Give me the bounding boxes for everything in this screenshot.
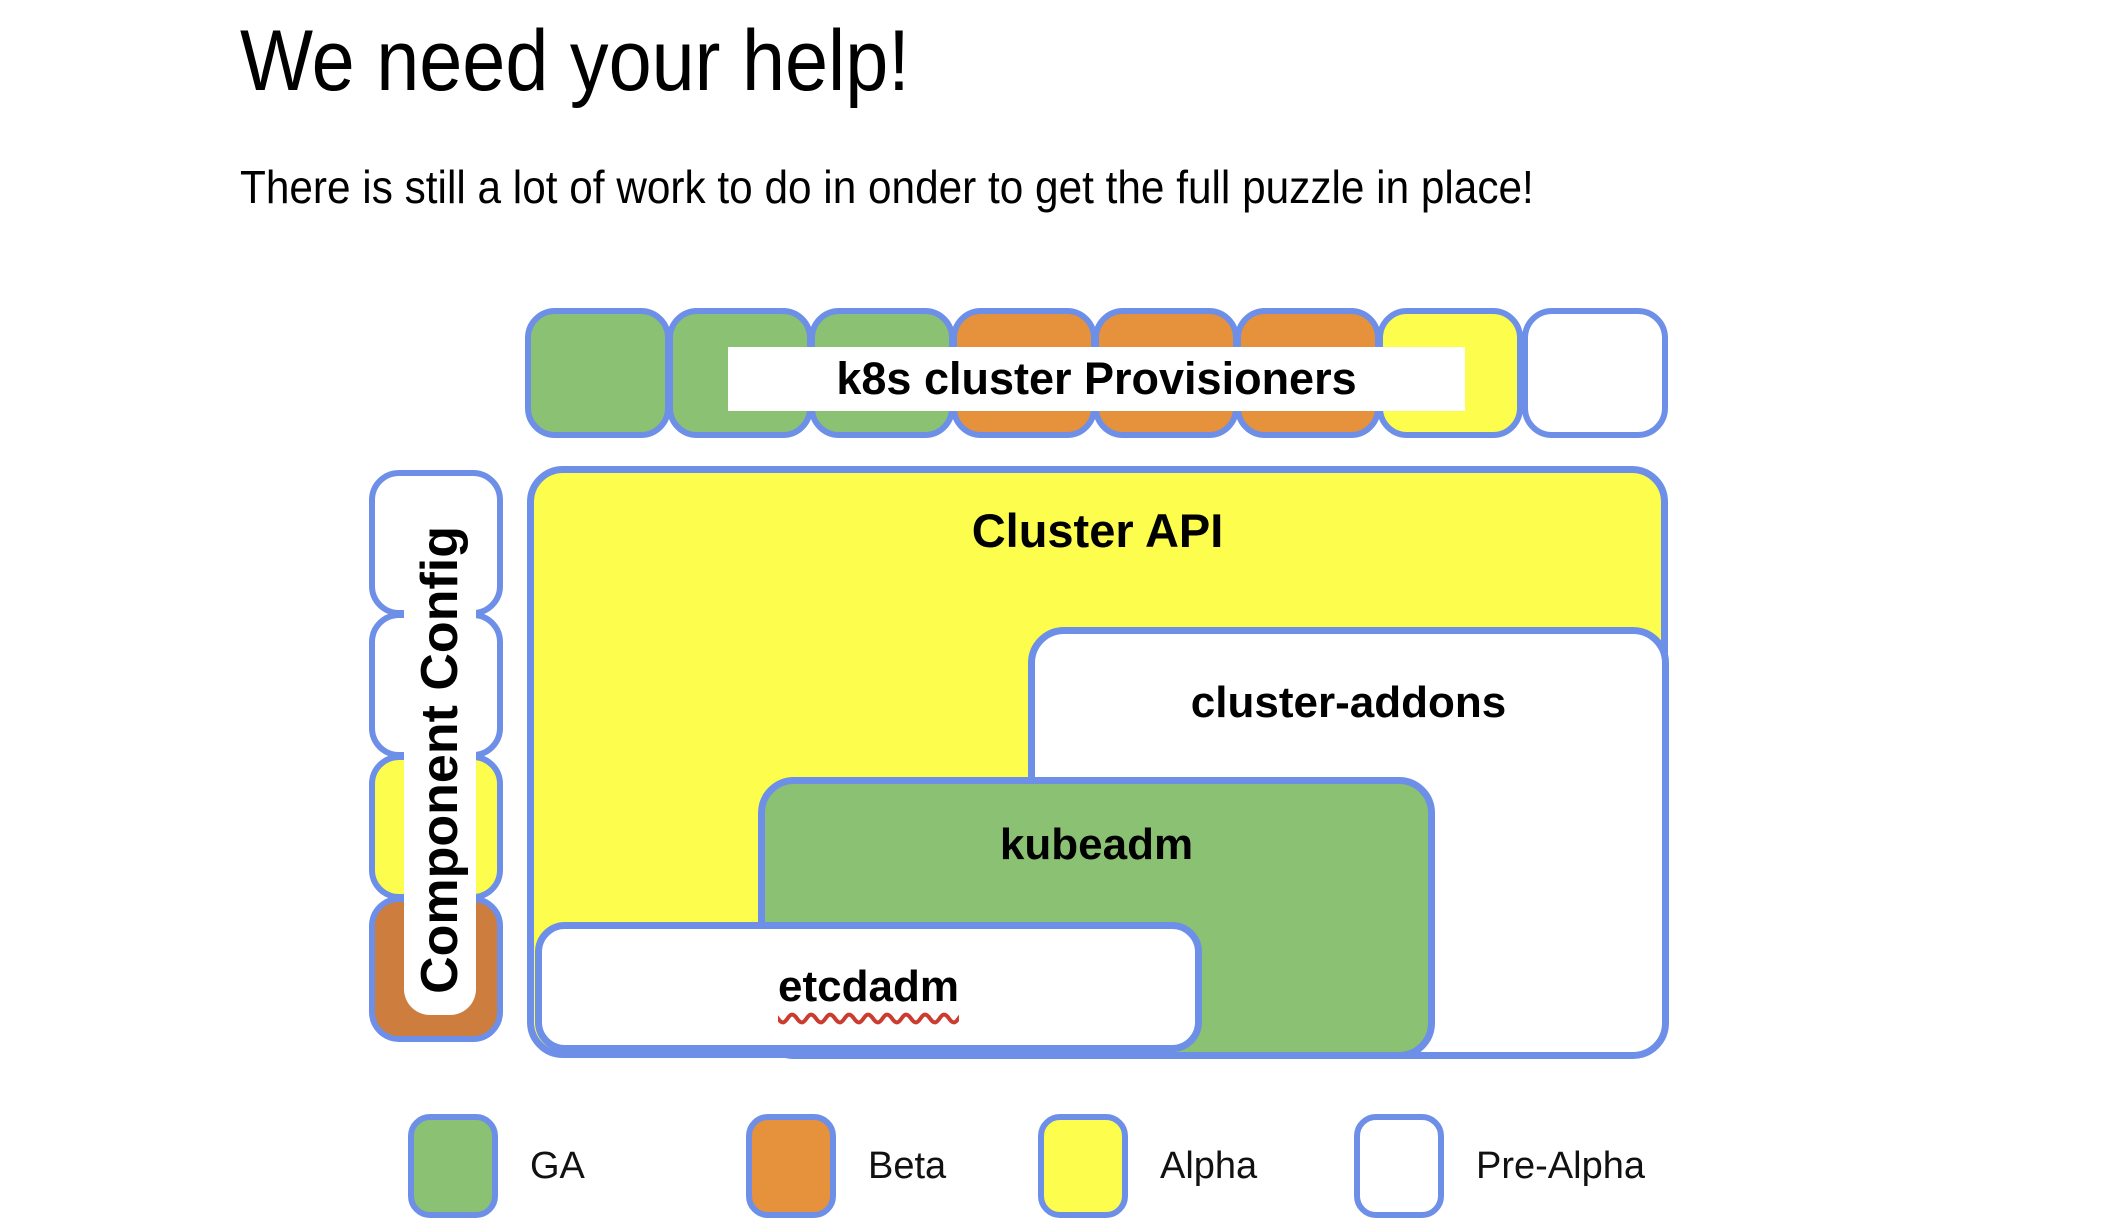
provisioners-label-text: k8s cluster Provisioners	[836, 353, 1357, 404]
page-title: We need your help!	[240, 13, 910, 109]
legend-swatch-alpha	[1038, 1114, 1128, 1218]
block-cluster-addons-label: cluster-addons	[1190, 678, 1507, 727]
block-etcdadm: etcdadm	[535, 922, 1202, 1052]
provisioners-label: k8s cluster Provisioners	[728, 347, 1465, 411]
block-cluster-api-label: Cluster API	[971, 504, 1224, 557]
legend-label: Pre-Alpha	[1476, 1144, 1645, 1187]
legend-label: Beta	[868, 1144, 947, 1187]
legend-item-beta: Beta	[746, 1114, 946, 1218]
provisioner-square-pre_alpha	[1522, 308, 1668, 438]
legend-swatch-ga	[408, 1114, 498, 1218]
legend-item-ga: GA	[408, 1114, 585, 1218]
provisioner-square-ga	[525, 308, 671, 438]
component-config-label-text: Component Config	[411, 526, 469, 994]
legend-label: GA	[530, 1144, 585, 1187]
component-config-label: Component Config	[404, 505, 476, 1015]
legend-swatch-pre-alpha	[1354, 1114, 1444, 1218]
subtitle: There is still a lot of work to do in on…	[240, 161, 1534, 213]
legend-item-alpha: Alpha	[1038, 1114, 1257, 1218]
block-etcdadm-label: etcdadm	[778, 962, 959, 1011]
legend-swatch-beta	[746, 1114, 836, 1218]
legend-item-pre-alpha: Pre-Alpha	[1354, 1114, 1645, 1218]
legend-label: Alpha	[1160, 1144, 1258, 1187]
block-kubeadm-label: kubeadm	[999, 820, 1194, 869]
